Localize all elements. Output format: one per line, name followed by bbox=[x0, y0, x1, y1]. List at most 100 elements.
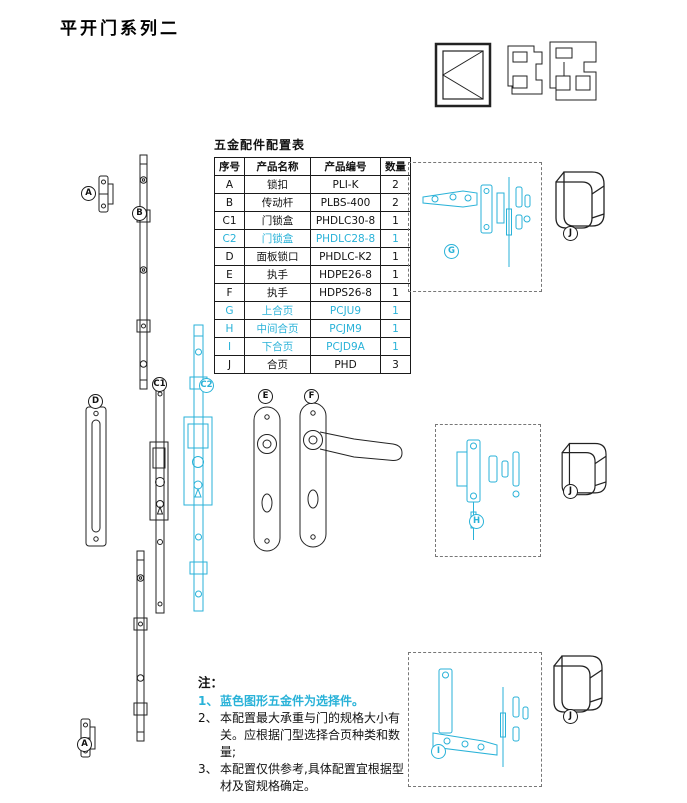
callout-B: B bbox=[132, 206, 147, 221]
cell-qty: 1 bbox=[380, 301, 411, 320]
handle-F-drawing bbox=[296, 398, 406, 553]
col-header-code: 产品编号 bbox=[310, 157, 381, 176]
note-number: 2、 bbox=[198, 710, 218, 725]
cell-code: PHDLC30-8 bbox=[310, 211, 381, 230]
note-item: 1、 蓝色图形五金件为选择件。 bbox=[198, 693, 412, 710]
table-title: 五金配件配置表 bbox=[214, 138, 306, 152]
cell-code: HDPE26-8 bbox=[310, 265, 381, 284]
note-number: 1、 bbox=[198, 693, 219, 708]
table-row: E 执手 HDPE26-8 1 bbox=[214, 265, 411, 284]
cell-name: 下合页 bbox=[244, 337, 311, 356]
callout-G: G bbox=[444, 244, 459, 259]
cell-qty: 1 bbox=[380, 265, 411, 284]
note-item: 3、 本配置仅供参考,具体配置宜根据型材及窗规格确定。 bbox=[198, 761, 412, 795]
table-row: J 合页 PHD 3 bbox=[214, 355, 411, 374]
cell-qty: 1 bbox=[380, 247, 411, 266]
cell-name: 门锁盒 bbox=[244, 229, 311, 248]
table-row: C2 门锁盒 PHDLC28-8 1 bbox=[214, 229, 411, 248]
table-header-row: 序号 产品名称 产品编号 数量 bbox=[214, 157, 411, 176]
callout-J-middle: J bbox=[563, 484, 578, 499]
cell-qty: 1 bbox=[380, 283, 411, 302]
handle-E-drawing bbox=[246, 404, 288, 554]
callout-H: H bbox=[469, 514, 484, 529]
note-item: 2、 本配置最大承重与门的规格大小有关。应根据门型选择合页种类和数量; bbox=[198, 710, 412, 761]
callout-C1: C1 bbox=[152, 377, 167, 392]
lock-case-C2-drawing bbox=[178, 322, 220, 616]
middle-hinge-H-drawing bbox=[439, 428, 537, 553]
profile-cross-sections bbox=[504, 36, 604, 108]
cell-code: PCJM9 bbox=[310, 319, 381, 338]
callout-D: D bbox=[88, 394, 103, 409]
face-plate-D-drawing bbox=[82, 404, 110, 549]
hinge-cover-J-top-drawing bbox=[550, 166, 612, 236]
cell-qty: 2 bbox=[380, 175, 411, 194]
cell-code: PHDLC28-8 bbox=[310, 229, 381, 248]
keeper-A-top-drawing bbox=[94, 168, 118, 220]
page-title: 平开门系列二 bbox=[60, 19, 180, 39]
cell-no: B bbox=[214, 193, 245, 212]
table-row: F 执手 HDPS26-8 1 bbox=[214, 283, 411, 302]
hinge-H-option-box bbox=[435, 424, 541, 557]
drive-rod-B-bottom-drawing bbox=[127, 548, 153, 744]
bottom-hinge-I-drawing bbox=[413, 657, 537, 784]
table-row: D 面板锁口 PHDLC-K2 1 bbox=[214, 247, 411, 266]
cell-no: J bbox=[214, 355, 245, 374]
table-row: A 锁扣 PLI-K 2 bbox=[214, 175, 411, 194]
cell-name: 合页 bbox=[244, 355, 311, 374]
cell-no: C2 bbox=[214, 229, 245, 248]
callout-F: F bbox=[304, 389, 319, 404]
cell-no: F bbox=[214, 283, 245, 302]
cell-no: E bbox=[214, 265, 245, 284]
note-text: 本配置仅供参考,具体配置宜根据型材及窗规格确定。 bbox=[220, 761, 404, 793]
col-header-qty: 数量 bbox=[380, 157, 411, 176]
top-hinge-G-drawing bbox=[413, 167, 537, 287]
cell-code: PCJU9 bbox=[310, 301, 381, 320]
door-leaf-symbol bbox=[434, 42, 492, 108]
note-number: 3、 bbox=[198, 761, 218, 776]
cell-name: 传动杆 bbox=[244, 193, 311, 212]
notes-section: 注： 1、 蓝色图形五金件为选择件。 2、 本配置最大承重与门的规格大小有关。应… bbox=[198, 674, 412, 795]
hinge-G-option-box bbox=[408, 162, 542, 292]
cell-no: A bbox=[214, 175, 245, 194]
cell-code: PLI-K bbox=[310, 175, 381, 194]
hardware-config-section: 五金配件配置表 序号 产品名称 产品编号 数量 A 锁扣 PLI-K 2 B bbox=[214, 136, 411, 374]
config-table: 序号 产品名称 产品编号 数量 A 锁扣 PLI-K 2 B 传动杆 PLBS-… bbox=[214, 157, 411, 374]
note-text: 蓝色图形五金件为选择件。 bbox=[220, 693, 365, 708]
col-header-name: 产品名称 bbox=[244, 157, 311, 176]
cell-code: HDPS26-8 bbox=[310, 283, 381, 302]
cell-name: 面板锁口 bbox=[244, 247, 311, 266]
callout-I: I bbox=[431, 744, 446, 759]
hinge-I-option-box bbox=[408, 652, 542, 787]
cell-name: 执手 bbox=[244, 283, 311, 302]
cell-name: 门锁盒 bbox=[244, 211, 311, 230]
table-row: H 中间合页 PCJM9 1 bbox=[214, 319, 411, 338]
cell-no: G bbox=[214, 301, 245, 320]
cell-qty: 1 bbox=[380, 319, 411, 338]
cell-qty: 1 bbox=[380, 337, 411, 356]
table-row: C1 门锁盒 PHDLC30-8 1 bbox=[214, 211, 411, 230]
drive-rod-B-top-drawing bbox=[130, 152, 156, 392]
callout-J-top: J bbox=[563, 226, 578, 241]
notes-label: 注： bbox=[198, 675, 224, 690]
hinge-cover-J-bottom-drawing bbox=[548, 648, 610, 722]
cell-name: 中间合页 bbox=[244, 319, 311, 338]
cell-name: 锁扣 bbox=[244, 175, 311, 194]
cell-qty: 1 bbox=[380, 211, 411, 230]
col-header-no: 序号 bbox=[214, 157, 245, 176]
cell-qty: 3 bbox=[380, 355, 411, 374]
cell-name: 执手 bbox=[244, 265, 311, 284]
cell-no: D bbox=[214, 247, 245, 266]
note-text: 本配置最大承重与门的规格大小有关。应根据门型选择合页种类和数量; bbox=[220, 710, 401, 759]
table-row: B 传动杆 PLBS-400 2 bbox=[214, 193, 411, 212]
cell-no: C1 bbox=[214, 211, 245, 230]
callout-A-bottom: A bbox=[77, 737, 92, 752]
lock-case-C1-drawing bbox=[146, 382, 174, 617]
cell-name: 上合页 bbox=[244, 301, 311, 320]
table-row: G 上合页 PCJU9 1 bbox=[214, 301, 411, 320]
callout-E: E bbox=[258, 389, 273, 404]
cell-code: PCJD9A bbox=[310, 337, 381, 356]
callout-J-bottom: J bbox=[563, 709, 578, 724]
cell-code: PLBS-400 bbox=[310, 193, 381, 212]
table-row: I 下合页 PCJD9A 1 bbox=[214, 337, 411, 356]
